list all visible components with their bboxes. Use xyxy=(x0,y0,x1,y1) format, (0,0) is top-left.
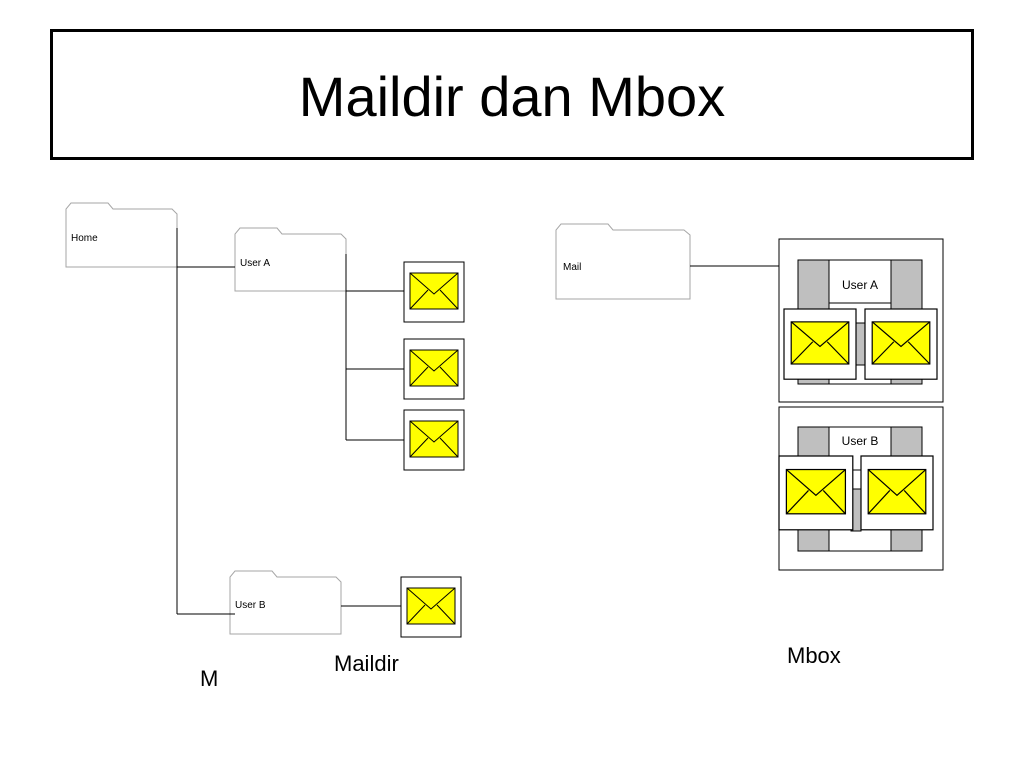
envelope-icon xyxy=(860,455,934,531)
folder-label-mail: Mail xyxy=(563,262,581,273)
folder-label-home: Home xyxy=(71,233,98,244)
mbox-label-user-a: User A xyxy=(842,278,878,292)
caption-m: M xyxy=(200,666,219,691)
folder-icon-mail: Mail xyxy=(555,223,691,300)
envelope-icon xyxy=(403,338,465,400)
folder-label-user-b: User B xyxy=(235,600,266,611)
folder-icon-home: Home xyxy=(65,202,178,268)
maildir-tree-lines xyxy=(176,228,404,615)
caption-maildir: Maildir xyxy=(334,651,399,676)
title-box: Maildir dan Mbox xyxy=(50,29,974,160)
envelope-icon xyxy=(400,576,462,638)
envelope-icon xyxy=(778,455,854,531)
envelope-icon xyxy=(864,308,938,380)
slide-title: Maildir dan Mbox xyxy=(298,65,726,128)
envelope-icon xyxy=(783,308,857,380)
caption-mbox: Mbox xyxy=(787,643,841,668)
folder-icon-user-a: User A xyxy=(234,227,347,292)
mbox-label-user-b: User B xyxy=(842,434,879,448)
folder-icon-user-b: User B xyxy=(229,570,342,635)
envelope-icon xyxy=(403,409,465,471)
envelope-icon xyxy=(403,261,465,323)
folder-label-user-a: User A xyxy=(240,258,270,269)
